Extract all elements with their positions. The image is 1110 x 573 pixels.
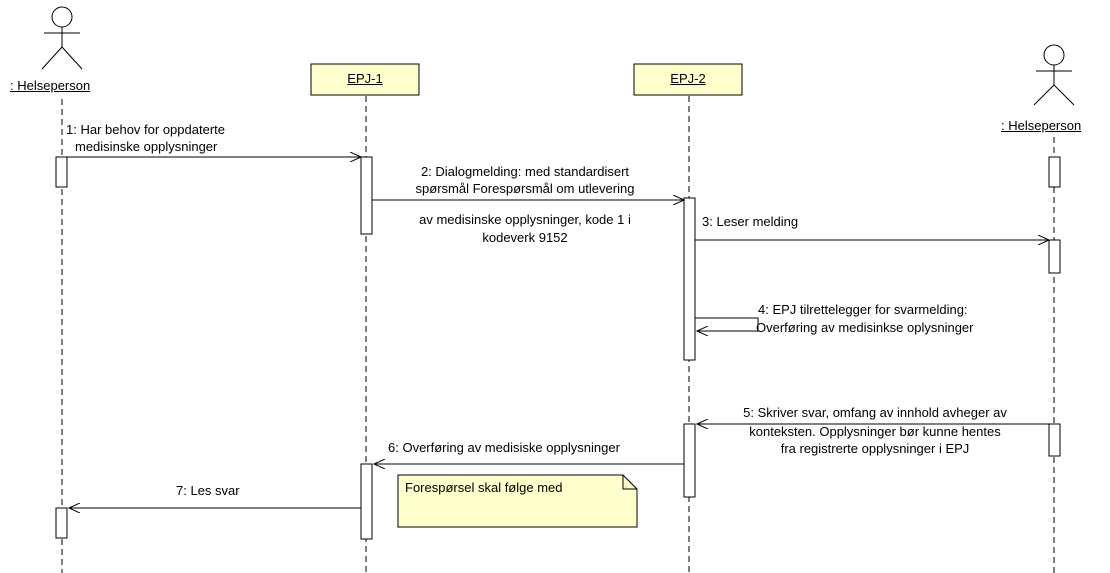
message-5-label-line2: konteksten. Opplysninger bør kunne hente… xyxy=(749,424,1001,439)
message-5-label-line3: fra registrerte opplysninger i EPJ xyxy=(780,441,970,456)
message-4-label-line2: Overføring av medisinkse oplysninger xyxy=(756,320,974,335)
message-5-label-line1: 5: Skriver svar, omfang av innhold avheg… xyxy=(743,405,1007,420)
message-2-label-line2: spørsmål Forespørsmål om utlevering xyxy=(415,181,635,196)
activation-actor-right-3 xyxy=(1048,423,1061,457)
message-4-self-arrow xyxy=(695,317,759,331)
message-1-label-line1: 1: Har behov for oppdaterte xyxy=(66,122,225,137)
activation-epj1-1 xyxy=(360,156,373,235)
activation-epj1-2 xyxy=(360,463,373,540)
actor-right-label: : Helseperson xyxy=(1001,118,1082,133)
message-7-label: 7: Les svar xyxy=(176,483,240,498)
message-2-label-line3: av medisinske opplysninger, kode 1 i xyxy=(419,212,631,227)
note-text: Forespørsel skal følge med xyxy=(405,480,563,495)
message-6-label: 6: Overføring av medisiske opplysninger xyxy=(388,440,620,455)
activation-actor-right-2 xyxy=(1048,239,1061,274)
actor-right-icon xyxy=(1033,44,1075,106)
epj1-box xyxy=(310,63,420,96)
note-shape xyxy=(397,474,638,528)
activation-actor-left-2 xyxy=(55,507,68,539)
actor-left-icon xyxy=(41,6,83,70)
actor-left-label: : Helseperson xyxy=(10,78,91,93)
epj2-box xyxy=(633,63,743,96)
message-2-label-line1: 2: Dialogmelding: med standardisert xyxy=(420,164,630,179)
activation-actor-left-1 xyxy=(55,156,68,188)
activation-actor-right-1 xyxy=(1048,156,1061,188)
epj2-label: EPJ-2 xyxy=(670,71,706,86)
message-1-label-line2: medisinske opplysninger xyxy=(75,139,218,154)
message-4-label-line1: 4: EPJ tilrettelegger for svarmelding: xyxy=(758,302,968,317)
activation-epj2-1 xyxy=(683,197,696,361)
epj1-label: EPJ-1 xyxy=(347,71,383,86)
activation-epj2-2 xyxy=(683,423,696,498)
message-3-label: 3: Leser melding xyxy=(702,214,799,229)
message-2-label-line4: kodeverk 9152 xyxy=(482,230,568,245)
